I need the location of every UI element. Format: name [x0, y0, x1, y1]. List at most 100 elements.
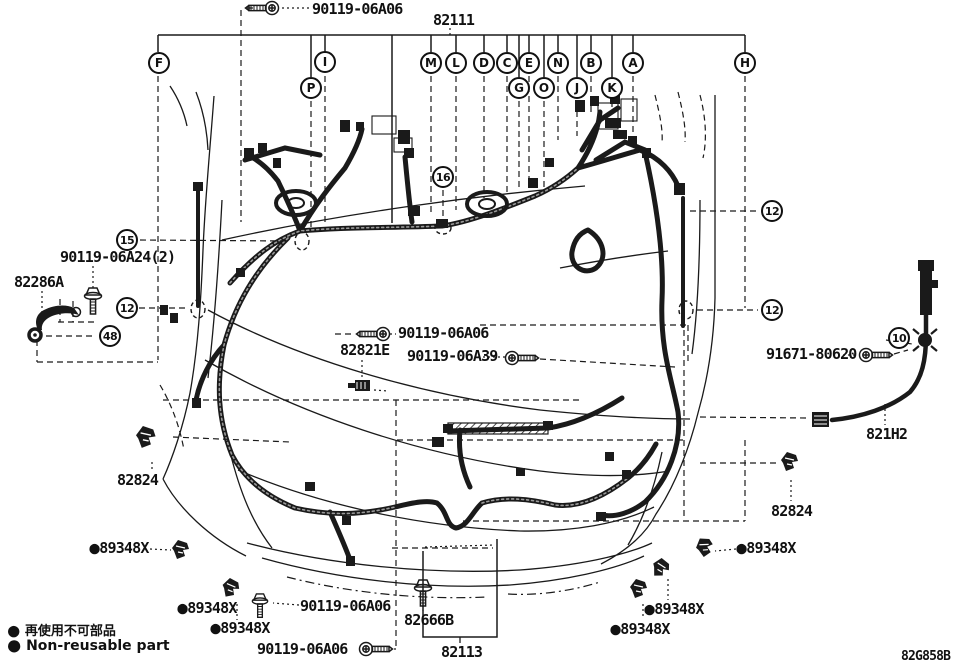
- part-label-90119-06a06-bottom-low[interactable]: 90119-06A06: [257, 640, 348, 658]
- callout-circle-p[interactable]: P: [300, 77, 322, 99]
- part-label-90119-06a06-bottom-mid[interactable]: 90119-06A06: [300, 597, 391, 615]
- part-label-82286a[interactable]: 82286A: [14, 273, 64, 291]
- part-label-821h2[interactable]: 821H2: [866, 425, 908, 443]
- callout-letter: P: [306, 81, 316, 95]
- callout-circle-15[interactable]: 15: [116, 229, 138, 251]
- callout-letter: L: [452, 56, 460, 70]
- callout-circle-f[interactable]: F: [148, 52, 170, 74]
- callout-circle-48[interactable]: 48: [99, 325, 121, 347]
- callout-number: 12: [764, 303, 780, 317]
- legend-line-jp: ● 再使用不可部品: [7, 620, 116, 640]
- part-label-89348x-right-1[interactable]: ●89348X: [736, 537, 796, 559]
- clip-icon: [220, 576, 242, 600]
- callout-circle-k[interactable]: K: [601, 77, 623, 99]
- clip-icon: [171, 539, 190, 560]
- part-label-89348x-left-2[interactable]: ●89348X: [177, 599, 237, 617]
- part-label-82824-right[interactable]: 82824: [771, 502, 813, 520]
- part-label-82111[interactable]: 82111: [433, 11, 475, 29]
- bolt-icon: [355, 326, 391, 342]
- callout-letter: D: [479, 56, 489, 70]
- callout-number: 10: [891, 331, 907, 345]
- part-label-89348x-right-3[interactable]: ●89348X: [610, 618, 670, 640]
- part-number-text: 89348X: [187, 599, 237, 617]
- callout-circle-m[interactable]: M: [420, 52, 442, 74]
- cord-821h2-hardware: [812, 260, 938, 427]
- callout-letter: F: [154, 56, 164, 70]
- callout-number: 16: [435, 170, 451, 184]
- part-label-90119-06a06-top[interactable]: 90119-06A06: [312, 0, 403, 18]
- callout-letter: N: [552, 56, 564, 70]
- callout-letter: A: [628, 56, 638, 70]
- callout-circle-l[interactable]: L: [445, 52, 467, 74]
- protector-82113-box: [422, 539, 498, 638]
- part-number-text: 89348X: [99, 539, 149, 557]
- radiator-support-bar: [447, 422, 549, 435]
- figure-code: 82G858B: [901, 649, 951, 663]
- callout-circle-12-right-upper[interactable]: 12: [761, 200, 783, 222]
- callout-circle-16[interactable]: 16: [432, 166, 454, 188]
- part-number-text: 89348X: [654, 600, 704, 618]
- part-label-82113[interactable]: 82113: [441, 643, 483, 661]
- non-reusable-dot: ●: [89, 537, 99, 559]
- callout-letter: K: [607, 81, 617, 95]
- part-label-90119-06a39[interactable]: 90119-06A39: [407, 347, 498, 365]
- callout-circle-n[interactable]: N: [547, 52, 569, 74]
- callout-circle-e[interactable]: E: [518, 52, 540, 74]
- callout-circle-12-left[interactable]: 12: [116, 297, 138, 319]
- callout-letter: I: [322, 55, 328, 69]
- callout-number: 15: [119, 233, 135, 247]
- bolt-icon: [858, 347, 894, 363]
- part-label-89348x-left-3[interactable]: ●89348X: [210, 617, 270, 639]
- callout-circle-a[interactable]: A: [622, 52, 644, 74]
- callout-letter: E: [524, 56, 534, 70]
- callout-circle-10[interactable]: 10: [888, 327, 910, 349]
- clip-icon: [629, 578, 648, 599]
- callout-circle-h[interactable]: H: [734, 52, 756, 74]
- bolt-icon: [83, 287, 103, 315]
- callout-circle-i[interactable]: I: [314, 51, 336, 73]
- part-label-82666b[interactable]: 82666B: [404, 611, 454, 629]
- callout-number: 12: [764, 204, 780, 218]
- part-label-90119-06a24[interactable]: 90119-06A24(2): [60, 248, 176, 266]
- callout-bracket: [157, 34, 746, 643]
- wiring-harness: [193, 105, 929, 560]
- callout-letter: M: [425, 56, 437, 70]
- callout-letter: G: [514, 81, 524, 95]
- callout-circle-j[interactable]: J: [566, 77, 588, 99]
- legend-line-en: ● Non-reusable part: [7, 636, 170, 656]
- callout-circle-d[interactable]: D: [473, 52, 495, 74]
- label-stub-lines: [41, 7, 886, 650]
- callout-number: 48: [102, 329, 118, 343]
- callout-letter: H: [739, 56, 751, 70]
- callout-circle-o[interactable]: O: [533, 77, 555, 99]
- bolt-icon: [504, 350, 540, 366]
- part-number-text: 89348X: [746, 539, 796, 557]
- callout-letter: O: [538, 81, 550, 95]
- bolt-icon: [358, 641, 394, 657]
- non-reusable-dot: ●: [210, 617, 220, 639]
- part-label-89348x-right-2[interactable]: ●89348X: [644, 600, 704, 618]
- callout-circle-g[interactable]: G: [508, 77, 530, 99]
- callout-circle-12-right-lower[interactable]: 12: [761, 299, 783, 321]
- dashed-target-ellipses: [190, 221, 694, 320]
- part-label-82824-left[interactable]: 82824: [117, 471, 159, 489]
- callout-letter: J: [574, 81, 580, 95]
- part-label-91671-80620[interactable]: 91671-80620: [766, 345, 857, 363]
- part-label-89348x-left-1[interactable]: ●89348X: [89, 537, 149, 559]
- legend-text-en: Non-reusable part: [26, 638, 170, 654]
- non-reusable-dot: ●: [736, 537, 746, 559]
- legend-text-jp: 再使用不可部品: [24, 624, 116, 639]
- callout-circle-c[interactable]: C: [496, 52, 518, 74]
- callout-letter: B: [586, 56, 596, 70]
- callout-circle-b[interactable]: B: [580, 52, 602, 74]
- part-label-90119-06a06-mid[interactable]: 90119-06A06: [398, 324, 489, 342]
- non-reusable-dot: ●: [610, 618, 620, 640]
- clip-icons: [135, 425, 799, 600]
- callout-letter: C: [502, 56, 512, 70]
- part-label-82821e[interactable]: 82821E: [340, 341, 390, 359]
- non-reusable-dot: ●: [7, 636, 22, 656]
- bolt-icon: [251, 593, 269, 618]
- car-body-outline: [159, 85, 716, 599]
